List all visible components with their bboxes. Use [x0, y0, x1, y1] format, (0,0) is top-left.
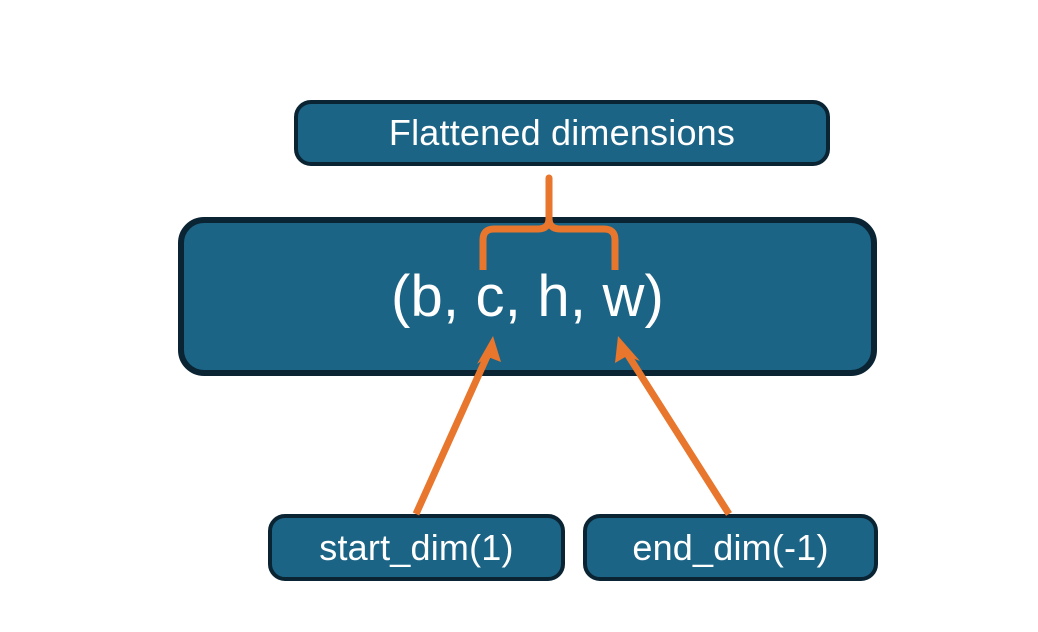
node-start-dim-label: start_dim(1) — [319, 526, 514, 568]
node-flattened-dimensions: Flattened dimensions — [294, 100, 830, 166]
node-tensor-shape: (b, c, h, w) — [178, 217, 877, 376]
node-start-dim: start_dim(1) — [268, 514, 565, 581]
node-end-dim: end_dim(-1) — [583, 514, 878, 581]
node-flattened-dimensions-label: Flattened dimensions — [388, 112, 736, 153]
node-tensor-shape-label: (b, c, h, w) — [390, 264, 665, 329]
node-end-dim-label: end_dim(-1) — [632, 526, 829, 568]
